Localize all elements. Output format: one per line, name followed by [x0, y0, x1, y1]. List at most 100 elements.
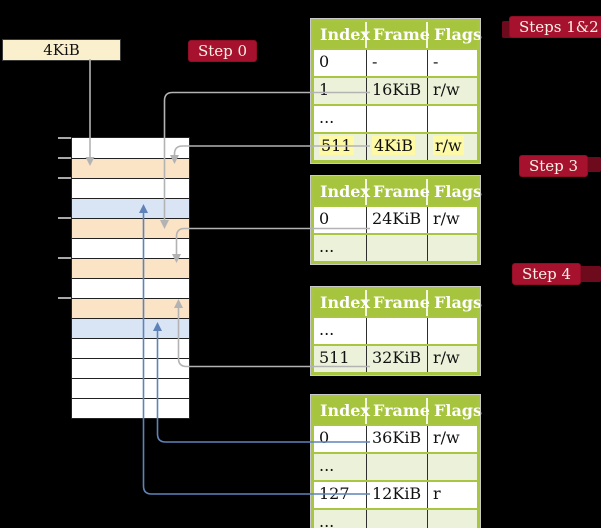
memory-frame-row-white [72, 398, 189, 418]
table-cell: 0 [314, 50, 367, 76]
table-cell: - [367, 50, 428, 76]
badge-step-0: Step 0 [188, 40, 258, 62]
memory-frame-row-peach [72, 218, 189, 238]
table-cell: 511 [314, 134, 367, 160]
table-cell: ... [314, 235, 367, 261]
memory-address-tick [58, 137, 71, 139]
memory-frame-row-white [72, 238, 189, 258]
table-cell [428, 106, 477, 132]
memory-frame-row-peach [72, 298, 189, 318]
table-header-cell: Flags [434, 25, 482, 44]
root-address-label: 4KiB [43, 41, 80, 59]
table-cell: r [433, 484, 441, 503]
physical-memory-column [58, 137, 190, 419]
table-cell: 127 [314, 482, 367, 508]
table-cell: ... [314, 318, 367, 344]
table-cell: 24KiB [367, 207, 428, 233]
badge-steps-1-2-label: Steps 1&2 [519, 18, 599, 36]
table-cell: - [433, 52, 439, 71]
table-cell: r/w [428, 134, 477, 160]
table-header-cell: Flags [434, 401, 482, 420]
badge-step-3-label: Step 3 [529, 157, 579, 175]
table-header-cell: Index [314, 290, 370, 316]
table-row: ... [314, 104, 477, 132]
table-cell: r/w [433, 428, 460, 447]
memory-frame-row-peach [72, 258, 189, 278]
table-cell [367, 106, 428, 132]
table-cell: ... [314, 106, 367, 132]
memory-frame-row-white [72, 378, 189, 398]
table-row: ... [314, 233, 477, 261]
memory-frame-row-white [72, 358, 189, 378]
table-cell: r/w [433, 209, 460, 228]
badge-step-3: Step 3 [519, 155, 589, 177]
table-cell: 4KiB [367, 134, 428, 160]
root-address-box: 4KiB [2, 39, 121, 61]
table-header-cell: Frame [367, 179, 430, 205]
table-header-cell: Index [314, 22, 370, 48]
table-row: ... [314, 316, 477, 344]
table-cell: 0 [314, 426, 367, 452]
table-header-cell: Frame [367, 22, 430, 48]
table-cell: ... [314, 454, 367, 480]
table-row: ... [314, 508, 477, 528]
highlighted-value: 4KiB [372, 136, 416, 155]
memory-frame-row-blue [72, 318, 189, 338]
badge-steps-1-2: Steps 1&2 [509, 16, 601, 38]
memory-address-tick [58, 177, 71, 179]
memory-frame-row-white [72, 278, 189, 298]
table-cell [428, 510, 477, 528]
memory-frame-row-blue [72, 198, 189, 218]
table-cell: 1 [314, 78, 367, 104]
table-header-cell: Flags [434, 293, 482, 312]
table-row: 0-- [314, 48, 477, 76]
memory-address-tick [58, 257, 71, 259]
badge-accent-step-4 [576, 266, 601, 282]
badge-step-4: Step 4 [512, 263, 582, 285]
memory-frame-row-white [72, 138, 189, 158]
memory-frame-row-peach [72, 158, 189, 178]
memory-address-tick [58, 217, 71, 219]
memory-address-tick [58, 157, 71, 159]
memory-frame-row-white [72, 338, 189, 358]
badge-step-0-label: Step 0 [198, 42, 248, 60]
table-cell: r/w [433, 348, 460, 367]
table-row: 511 4KiB r/w [314, 132, 477, 160]
badge-step-4-label: Step 4 [522, 265, 572, 283]
table-cell [367, 510, 428, 528]
table-header-cell: Frame [367, 398, 430, 424]
table-header-cell: Index [314, 398, 370, 424]
table-cell: 16KiB [367, 78, 428, 104]
table-cell: 12KiB [367, 482, 428, 508]
table-cell [367, 318, 428, 344]
table-header-cell: Frame [367, 290, 430, 316]
table-cell: 0 [314, 207, 367, 233]
table-cell [428, 454, 477, 480]
table-cell: r/w [433, 80, 460, 99]
table-header-cell: Index [314, 179, 370, 205]
table-cell [367, 454, 428, 480]
table-cell: ... [314, 510, 367, 528]
table-header-cell: Flags [434, 182, 482, 201]
table-cell [367, 235, 428, 261]
table-cell: 511 [314, 346, 367, 372]
table-cell: 32KiB [367, 346, 428, 372]
highlighted-value: r/w [433, 136, 464, 155]
table-cell [428, 235, 477, 261]
highlighted-value: 511 [319, 136, 354, 155]
memory-frame-row-white [72, 178, 189, 198]
table-cell [428, 318, 477, 344]
